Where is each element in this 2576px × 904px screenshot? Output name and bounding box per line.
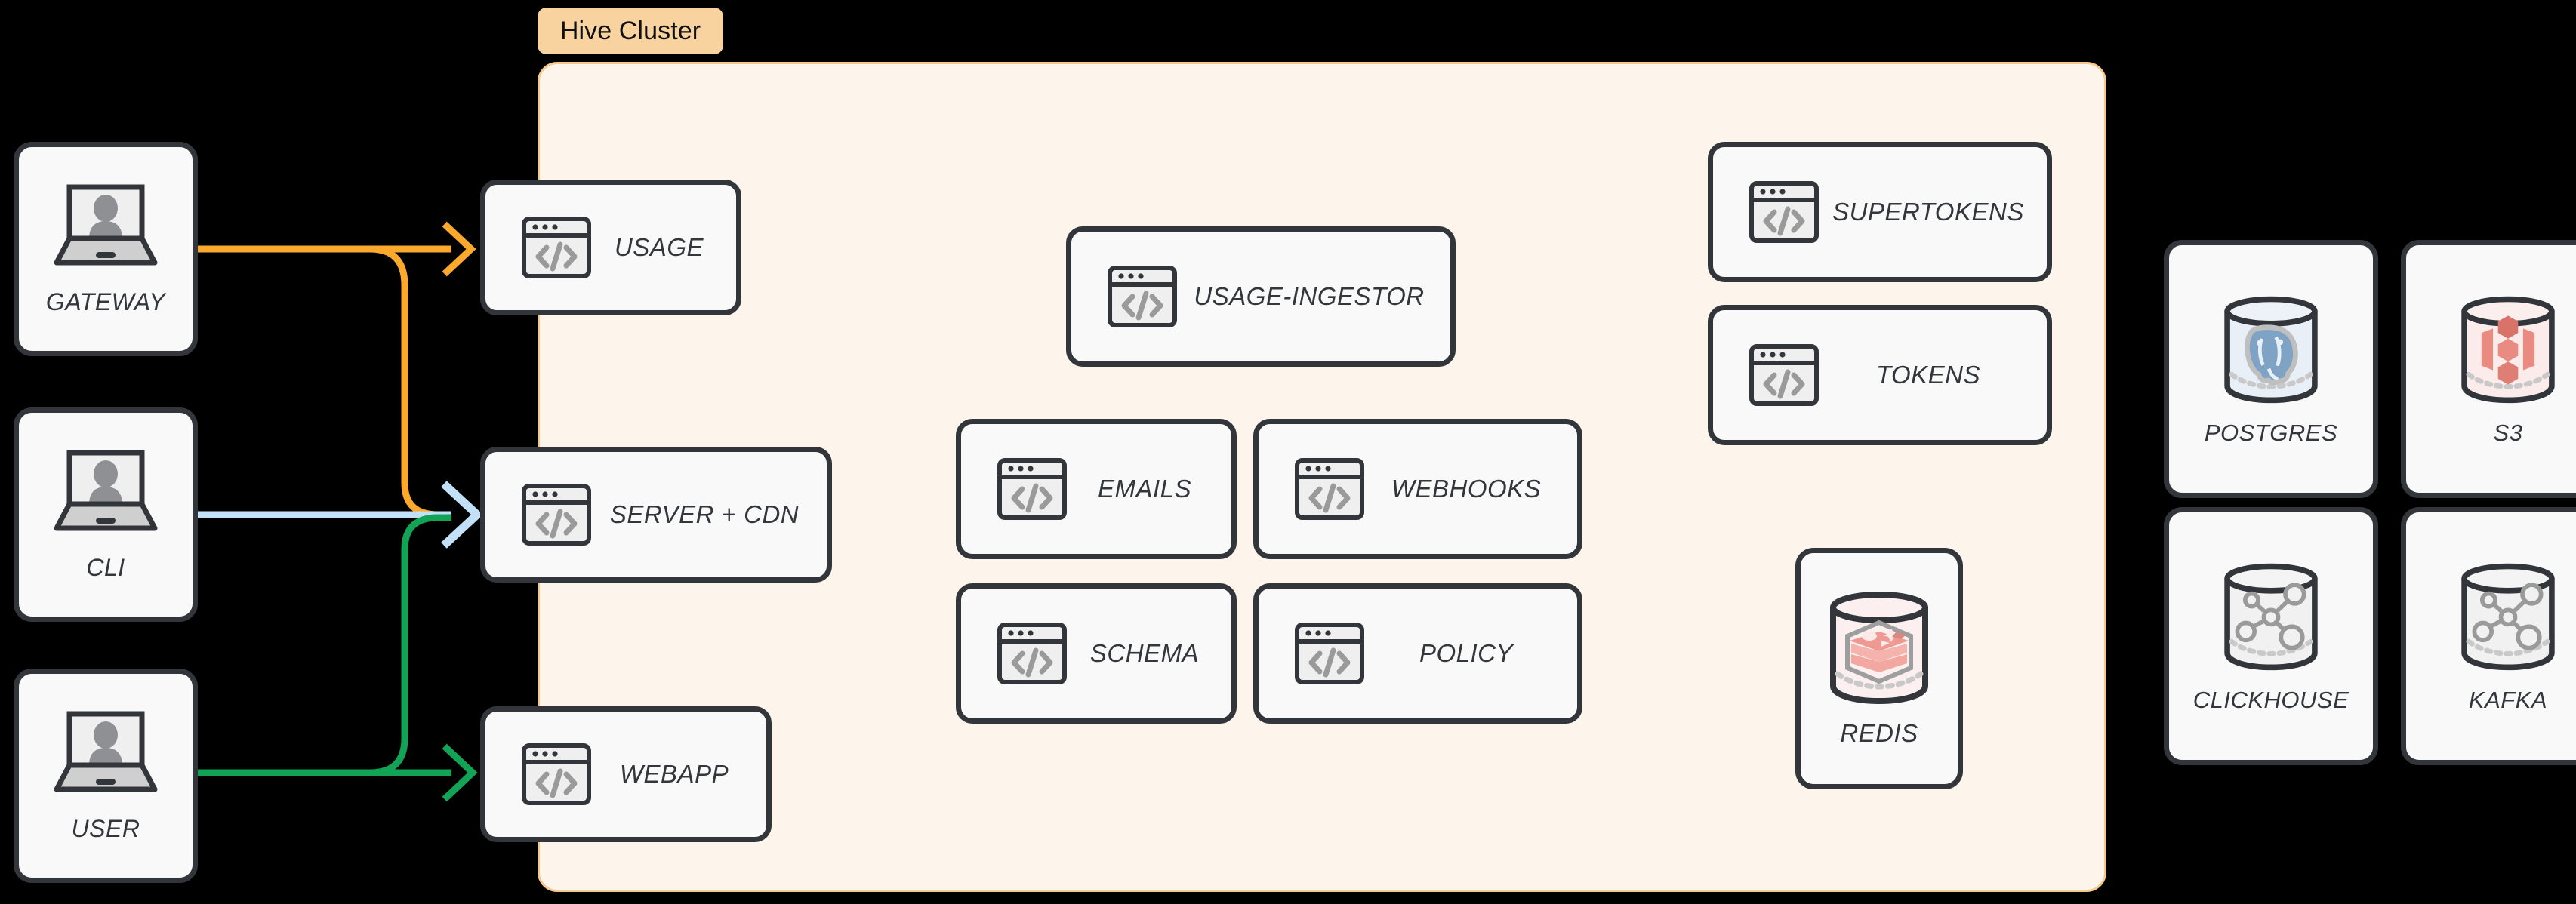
service-label: USAGE [614, 233, 704, 261]
datastore-kafka[interactable]: KAFKA [2401, 507, 2576, 765]
actor-cli[interactable]: CLI [14, 407, 198, 622]
service-label: WEBAPP [619, 760, 729, 788]
datastore-s3[interactable]: S3 [2401, 240, 2576, 498]
edge-user-server-cdn [198, 514, 451, 776]
database-cylinder-generic-icon [2214, 558, 2328, 673]
service-label: TOKENS [1875, 361, 1981, 389]
code-window-icon [996, 453, 1068, 525]
edge-user-webapp [198, 743, 478, 802]
database-cylinder-postgres-icon [2214, 291, 2328, 406]
service-webapp[interactable]: WEBAPP [480, 706, 772, 842]
service-label: WEBHOOKS [1391, 475, 1542, 503]
datastore-label: S3 [2493, 420, 2523, 446]
code-window-icon [520, 211, 593, 284]
laptop-user-icon [49, 448, 162, 537]
service-usage-ingestor[interactable]: USAGE-INGESTOR [1066, 226, 1456, 367]
code-window-icon [520, 738, 593, 810]
code-window-icon [1748, 176, 1820, 248]
service-webhooks[interactable]: WEBHOOKS [1253, 419, 1582, 559]
code-window-icon [1106, 260, 1179, 333]
code-window-icon [996, 617, 1068, 690]
database-cylinder-generic-icon [2451, 558, 2565, 673]
edge-gateway-usage [198, 221, 476, 277]
code-window-icon [1293, 453, 1366, 525]
service-usage[interactable]: USAGE [480, 180, 741, 315]
service-server-cdn[interactable]: SERVER + CDN [480, 447, 832, 583]
datastore-postgres[interactable]: POSTGRES [2164, 240, 2378, 498]
datastore-label: CLICKHOUSE [2192, 687, 2350, 713]
laptop-user-icon [49, 709, 162, 798]
service-label: SUPERTOKENS [1832, 198, 2024, 226]
edge-cli-server-cdn [198, 481, 484, 549]
actor-user[interactable]: USER [14, 669, 198, 883]
service-label: USAGE-INGESTOR [1194, 282, 1425, 310]
edge-gateway-server-cdn [198, 245, 451, 518]
service-label: POLICY [1419, 639, 1514, 667]
service-label: SERVER + CDN [609, 500, 800, 528]
code-window-icon [520, 478, 593, 551]
actor-gateway[interactable]: GATEWAY [14, 142, 198, 356]
datastore-label: KAFKA [2468, 687, 2548, 713]
actor-label: USER [71, 814, 140, 842]
service-policy[interactable]: POLICY [1253, 583, 1582, 724]
service-emails[interactable]: EMAILS [956, 419, 1237, 559]
service-supertokens[interactable]: SUPERTOKENS [1708, 142, 2052, 282]
database-cylinder-redis-icon [1820, 589, 1939, 704]
service-label: SCHEMA [1089, 639, 1200, 667]
laptop-user-icon [49, 183, 162, 272]
actor-label: CLI [86, 553, 125, 581]
datastore-label: POSTGRES [2204, 420, 2338, 446]
actor-label: GATEWAY [45, 287, 166, 315]
database-cylinder-s3-icon [2451, 291, 2565, 406]
service-label: EMAILS [1097, 475, 1192, 503]
datastore-clickhouse[interactable]: CLICKHOUSE [2164, 507, 2378, 765]
code-window-icon [1293, 617, 1366, 690]
datastore-redis[interactable]: REDIS [1795, 548, 1963, 789]
cluster-badge: Hive Cluster [538, 8, 723, 54]
code-window-icon [1748, 339, 1820, 411]
datastore-label: REDIS [1840, 719, 1918, 747]
service-schema[interactable]: SCHEMA [956, 583, 1237, 724]
service-tokens[interactable]: TOKENS [1708, 305, 2052, 445]
